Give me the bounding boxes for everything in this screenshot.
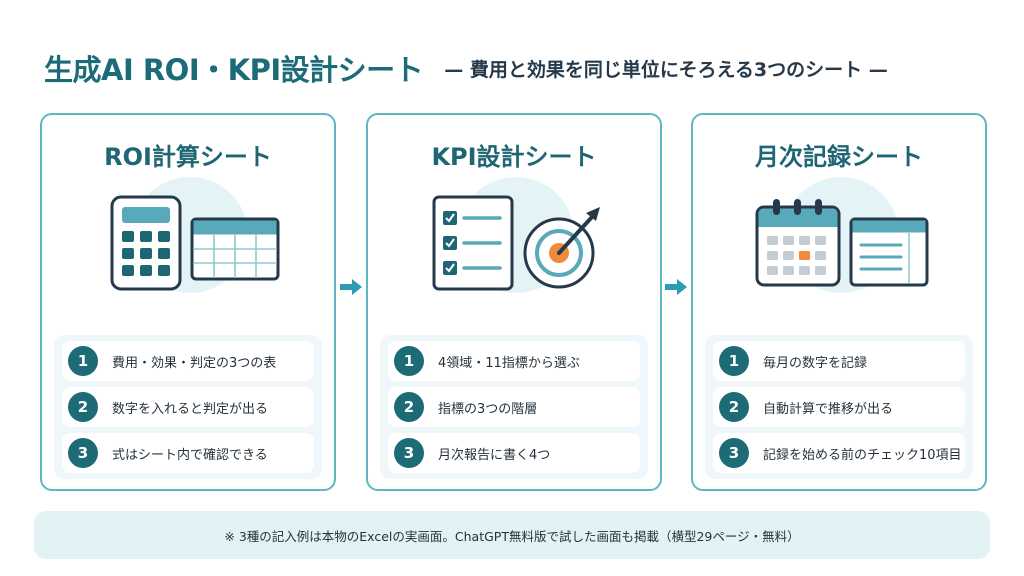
- card-title: KPI設計シート: [431, 143, 597, 171]
- table-sheet-icon: [849, 217, 929, 287]
- step-text: 4領域・11指標から選ぶ: [438, 355, 580, 371]
- footer-note-text: ※ 3種の記入例は本物のExcelの実画面。ChatGPT無料版で試した画面も掲…: [224, 528, 800, 544]
- step-text: 式はシート内で確認できる: [112, 447, 268, 463]
- step-item: 1 費用・効果・判定の3つの表: [62, 341, 314, 381]
- step-item: 1 毎月の数字を記録: [713, 341, 965, 381]
- step-text: 指標の3つの階層: [438, 401, 538, 417]
- step-number: 3: [68, 438, 98, 468]
- card-kpi: KPI設計シート 1 4領域・11指標から選ぶ 2: [366, 113, 662, 491]
- step-number: 2: [68, 392, 98, 422]
- step-number: 3: [719, 438, 749, 468]
- flow-arrow-icon: [340, 279, 362, 295]
- card-roi: ROI計算シート 1 費用・効果・判定の3つの表: [40, 113, 336, 491]
- step-number: 1: [719, 346, 749, 376]
- step-number: 1: [68, 346, 98, 376]
- title-subtitle: — 費用と効果を同じ単位にそろえる3つのシート —: [444, 58, 888, 81]
- monthly-illustration: [755, 199, 929, 287]
- target-icon: [523, 207, 600, 289]
- step-text: 自動計算で推移が出る: [763, 401, 894, 417]
- step-number: 2: [394, 392, 424, 422]
- flow-arrow-icon: [665, 279, 687, 295]
- step-item: 2 自動計算で推移が出る: [713, 387, 965, 427]
- card-title: 月次記録シート: [755, 143, 923, 171]
- step-number: 2: [719, 392, 749, 422]
- calculator-icon: [110, 195, 182, 291]
- step-list: 1 4領域・11指標から選ぶ 2 指標の3つの階層 3 月次報告に書く4つ: [380, 335, 648, 479]
- step-text: 費用・効果・判定の3つの表: [112, 355, 277, 371]
- step-item: 2 指標の3つの階層: [388, 387, 640, 427]
- checklist-icon: [432, 195, 514, 291]
- step-list: 1 費用・効果・判定の3つの表 2 数字を入れると判定が出る 3 式はシート内で…: [54, 335, 322, 479]
- roi-illustration: [110, 195, 280, 291]
- title-main: 生成AI ROI・KPI設計シート: [44, 53, 424, 87]
- step-item: 2 数字を入れると判定が出る: [62, 387, 314, 427]
- step-text: 数字を入れると判定が出る: [112, 401, 269, 417]
- kpi-illustration: [432, 195, 600, 291]
- step-item: 3 記録を始める前のチェック10項目: [713, 433, 965, 473]
- footer-note: ※ 3種の記入例は本物のExcelの実画面。ChatGPT無料版で試した画面も掲…: [34, 511, 990, 559]
- calendar-icon: [755, 199, 841, 287]
- spreadsheet-icon: [190, 217, 280, 281]
- card-monthly: 月次記録シート: [691, 113, 987, 491]
- step-list: 1 毎月の数字を記録 2 自動計算で推移が出る 3 記録を始める前のチェック10…: [705, 335, 973, 479]
- step-item: 3 月次報告に書く4つ: [388, 433, 640, 473]
- step-text: 毎月の数字を記録: [763, 355, 868, 371]
- page-title: 生成AI ROI・KPI設計シート — 費用と効果を同じ単位にそろえる3つのシー…: [44, 47, 980, 89]
- step-text: 記録を始める前のチェック10項目: [763, 447, 962, 463]
- card-title: ROI計算シート: [104, 143, 272, 171]
- step-number: 1: [394, 346, 424, 376]
- step-text: 月次報告に書く4つ: [438, 447, 551, 463]
- step-item: 3 式はシート内で確認できる: [62, 433, 314, 473]
- step-item: 1 4領域・11指標から選ぶ: [388, 341, 640, 381]
- step-number: 3: [394, 438, 424, 468]
